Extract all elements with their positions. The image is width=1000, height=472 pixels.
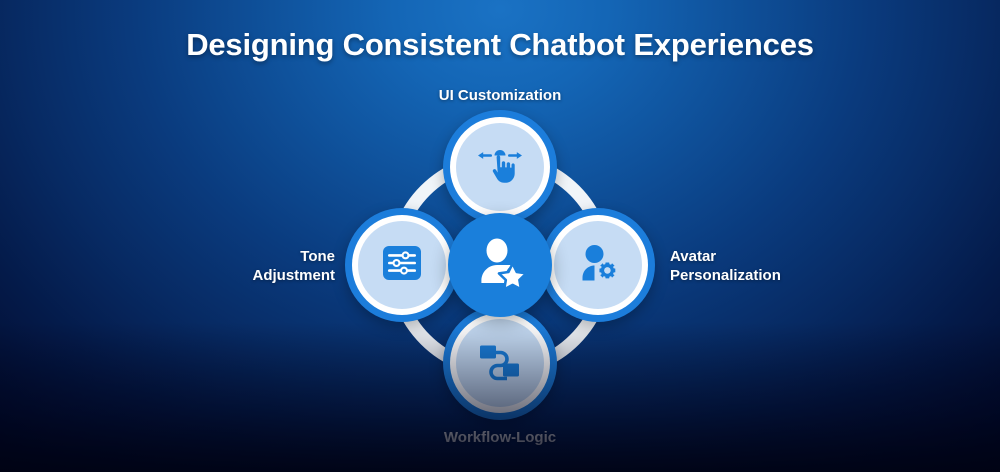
node-face [456,123,544,211]
workflow-nodes-icon [474,335,526,392]
node-inner-ring [450,117,550,217]
page-title: Designing Consistent Chatbot Experiences [186,27,814,62]
diagram-node-ui-customization[interactable] [443,110,557,224]
node-inner-ring [450,313,550,413]
diagram-node-avatar-personalization[interactable] [541,208,655,322]
swipe-gesture-hand-icon [474,139,526,196]
diagram-node-tone-adjustment[interactable] [345,208,459,322]
node-label-workflow-logic: Workflow-Logic [443,429,557,446]
node-label-ui-customization: UI Customization [438,87,562,104]
node-face [358,221,446,309]
node-inner-ring [548,215,648,315]
diagram-hub[interactable] [448,213,552,317]
user-star-icon [469,232,531,299]
node-label-avatar-personalization: Avatar Personalization [670,248,781,284]
node-label-tone-adjustment: Tone Adjustment [252,248,336,284]
user-gear-icon [573,238,623,293]
node-face [554,221,642,309]
node-face [456,319,544,407]
sliders-icon [377,238,427,293]
node-inner-ring [352,215,452,315]
diagram-node-workflow-logic[interactable] [443,306,557,420]
